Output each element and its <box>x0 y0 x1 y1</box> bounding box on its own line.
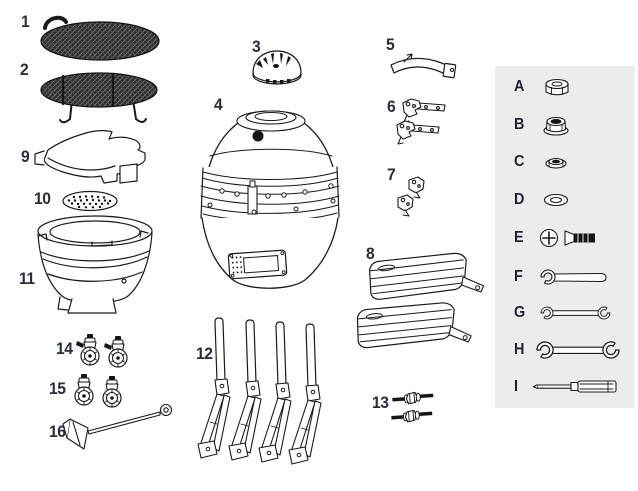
hardware-label-E: E <box>514 229 524 246</box>
hardware-label-D: D <box>514 191 525 208</box>
part-16-ash-tool-art <box>62 403 173 450</box>
hardware-E-screw-bolt-icon <box>539 228 595 248</box>
part-10-fire-grate-art <box>62 190 118 212</box>
part-5-handle-art <box>390 53 457 79</box>
part-label-2: 2 <box>20 60 29 79</box>
part-1-cooking-grate-art <box>40 15 160 61</box>
part-label-9: 9 <box>21 147 30 166</box>
part-9-heat-deflector-art <box>34 130 146 184</box>
part-label-14: 14 <box>56 339 73 358</box>
hardware-label-B: B <box>514 116 525 133</box>
hardware-H-wrench-icon <box>534 338 622 362</box>
part-label-16: 16 <box>49 422 66 441</box>
hardware-label-F: F <box>514 268 523 285</box>
hardware-D-washer-icon <box>543 193 569 207</box>
part-label-13: 13 <box>372 393 389 412</box>
part-label-4: 4 <box>214 95 223 114</box>
hardware-I-screwdriver-icon <box>532 380 617 393</box>
part-4-grill-body-art <box>200 110 340 289</box>
part-7-brackets-art <box>397 176 425 217</box>
part-label-7: 7 <box>387 165 396 184</box>
part-label-15: 15 <box>49 379 66 398</box>
part-13-axle-bolts-art <box>390 390 435 424</box>
part-label-5: 5 <box>386 35 395 54</box>
part-label-10: 10 <box>34 189 51 208</box>
hardware-label-H: H <box>514 341 525 358</box>
part-label-6: 6 <box>387 97 396 116</box>
part-14-locking-casters-art <box>76 334 127 367</box>
hardware-label-I: I <box>514 378 519 395</box>
part-label-12: 12 <box>196 344 213 363</box>
hardware-B-flange-nut-icon <box>543 116 569 136</box>
hardware-C-lock-nut-icon <box>545 157 567 169</box>
part-label-11: 11 <box>19 269 35 288</box>
part-label-8: 8 <box>366 244 375 263</box>
part-label-3: 3 <box>252 37 261 56</box>
hardware-A-hex-nut-icon <box>545 78 569 96</box>
part-11-firebox-art <box>37 215 153 314</box>
part-6-hinge-brackets-art <box>396 98 446 145</box>
hardware-F-wrench-icon <box>538 266 607 287</box>
part-12-legs-art <box>197 317 322 465</box>
part-3-top-vent-art <box>252 50 302 85</box>
hardware-label-C: C <box>514 153 525 170</box>
part-15-casters-art <box>74 373 122 408</box>
part-2-charcoal-grate-art <box>40 72 158 124</box>
part-label-1: 1 <box>21 12 30 31</box>
hardware-G-wrench-icon <box>539 304 612 322</box>
hardware-label-A: A <box>514 78 525 95</box>
hardware-label-G: G <box>514 304 526 321</box>
part-8-side-shelves-art <box>356 251 485 349</box>
